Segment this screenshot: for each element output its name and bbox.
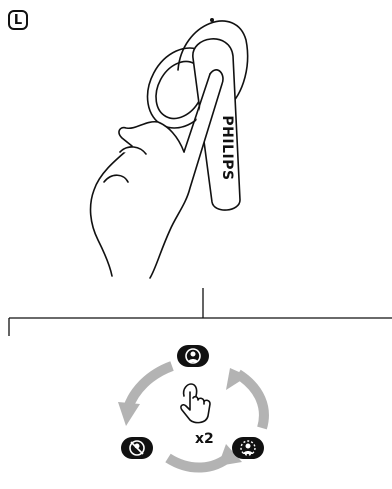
tap-count-label: x2 xyxy=(195,431,214,447)
anc-off-mode-icon xyxy=(121,437,153,459)
connector-lines xyxy=(9,288,392,336)
tap-hand-icon xyxy=(181,384,210,423)
anc-mode-icon xyxy=(177,345,209,367)
arrow-right-to-top xyxy=(238,374,264,428)
brand-logo: PHILIPS xyxy=(219,115,235,180)
arrow-top-to-left xyxy=(128,366,172,408)
awareness-mode-icon xyxy=(232,437,264,459)
